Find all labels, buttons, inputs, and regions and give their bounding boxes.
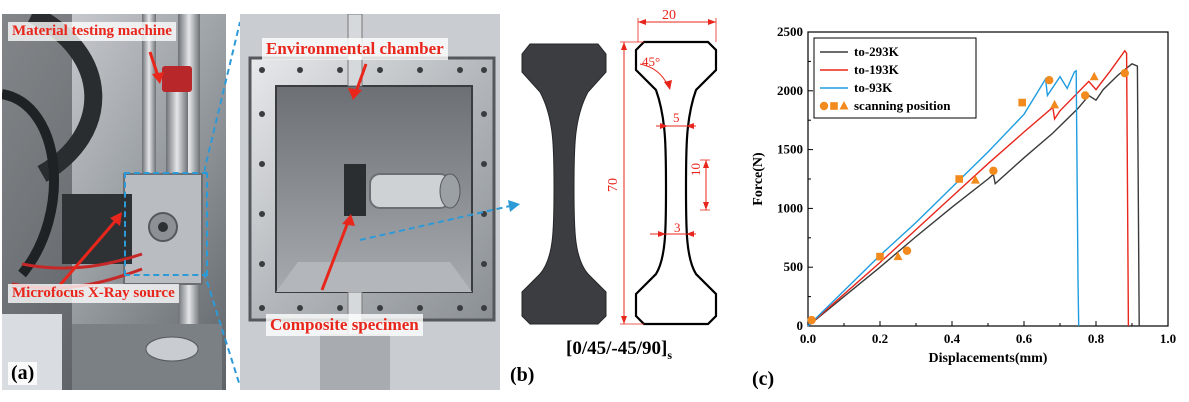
panel-a-letter: (a) xyxy=(8,362,38,385)
panel-c-letter: (c) xyxy=(752,368,775,390)
photo-testing-machine xyxy=(2,14,226,390)
legend-label-to-93K: to-93K xyxy=(854,80,893,95)
scan-marker-circle xyxy=(807,315,816,325)
label-xray-source: Microfocus X-Ray source xyxy=(8,284,179,303)
legend-label-to-193K: to-193K xyxy=(854,62,900,77)
arrow-xray-head xyxy=(110,212,122,226)
y-axis-label: Force(N) xyxy=(751,152,766,206)
x-tick-label: 0.2 xyxy=(872,331,888,346)
label-environmental-chamber: Environmental chamber xyxy=(262,38,448,60)
specimen-drawing xyxy=(521,18,718,326)
x-tick-label: 0.8 xyxy=(1088,331,1105,346)
scan-marker-triangle xyxy=(970,175,980,184)
scan-marker-square xyxy=(876,252,884,261)
legend-marker-triangle xyxy=(839,101,849,110)
specimen-outline xyxy=(634,40,718,326)
series-line-to-193K xyxy=(807,49,1130,327)
layup-subscript: s xyxy=(667,347,672,362)
scan-marker-triangle xyxy=(893,251,903,261)
chart-axes: 0.0 0.2 0.4 0.6 0.8 1.0 0 500 1000 1500 2000 2500Di… xyxy=(751,24,1176,366)
dim-neck: 5 xyxy=(673,110,680,125)
scan-marker-triangle xyxy=(1089,71,1099,81)
series-line-to-293K xyxy=(807,62,1140,327)
scan-marker-square xyxy=(955,175,963,183)
x-tick-label: 1.0 xyxy=(1160,331,1176,346)
zoom-lines-a xyxy=(204,21,241,387)
arrow-machine-head xyxy=(152,72,164,84)
scan-marker-circle xyxy=(989,166,998,175)
y-tick-label: 2000 xyxy=(777,83,803,98)
scan-marker-square xyxy=(1018,98,1026,107)
y-tick-label: 1000 xyxy=(777,200,803,215)
y-tick-label: 500 xyxy=(784,259,804,274)
x-tick-label: 0.6 xyxy=(1016,331,1033,346)
arrow-machine xyxy=(148,51,160,77)
legend-label-to-293K: to-293K xyxy=(854,44,900,59)
y-tick-label: 2500 xyxy=(777,24,803,39)
layup-label: [0/45/-45/90]s xyxy=(566,338,672,363)
y-tick-label: 1500 xyxy=(777,142,803,157)
y-tick-label: 0 xyxy=(797,318,804,333)
legend-marker-circle xyxy=(819,101,829,111)
chart-markers xyxy=(807,68,1129,325)
chart-legend: to-293K to-193K to-93K scanning position xyxy=(813,37,977,119)
zoom-region-box xyxy=(124,172,208,276)
dim-length: 70 xyxy=(606,178,621,192)
dim-angle: 45° xyxy=(642,54,661,69)
legend-marker-square xyxy=(830,102,838,110)
x-tick-label: 0.4 xyxy=(944,331,961,346)
x-axis-label: Displacements(mm) xyxy=(929,351,1048,366)
chamber-arrows xyxy=(320,63,368,291)
dim-min-width: 3 xyxy=(674,220,681,235)
x-tick-label: 0.0 xyxy=(800,331,816,346)
testing-machine-illustration xyxy=(2,14,226,390)
scan-marker-triangle xyxy=(1050,99,1060,109)
scan-marker-circle xyxy=(1045,76,1054,85)
force-displacement-chart: 0.0 0.2 0.4 0.6 0.8 1.0 0 500 1000 1500 2000 2500Di… xyxy=(751,24,1176,366)
dim-width: 20 xyxy=(662,8,676,23)
zoom-arrow-to-b xyxy=(360,200,520,241)
scan-marker-circle xyxy=(1081,91,1090,100)
panel-b-letter: (b) xyxy=(510,364,535,386)
arrow-xray xyxy=(58,217,120,286)
label-material-testing-machine: Material testing machine xyxy=(8,22,176,41)
layup-text: [0/45/-45/90] xyxy=(566,338,668,359)
scan-marker-circle xyxy=(1120,68,1129,78)
dim-gauge: 10 xyxy=(688,163,703,176)
panel-a-arrows xyxy=(58,51,164,286)
scan-marker-circle xyxy=(902,246,912,255)
specimen-photo xyxy=(521,43,607,325)
legend-label-scanning-position: scanning position xyxy=(854,98,951,113)
label-composite-specimen: Composite specimen xyxy=(266,314,423,336)
